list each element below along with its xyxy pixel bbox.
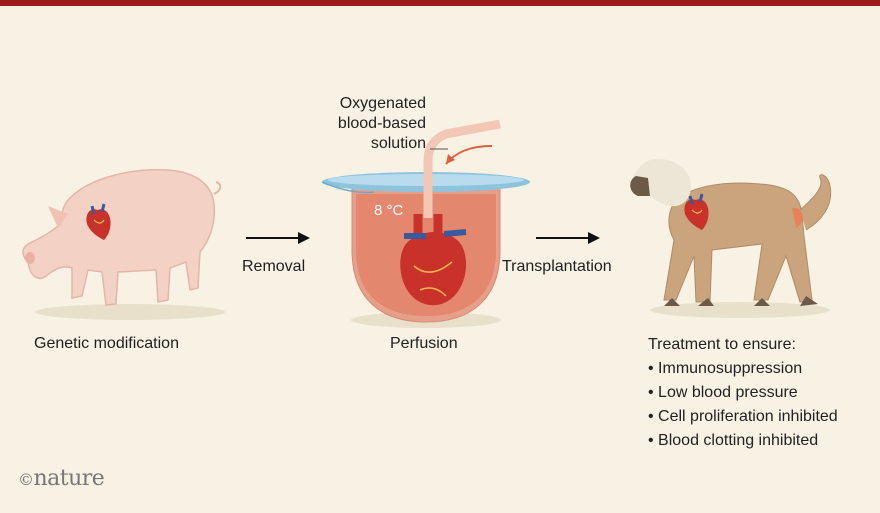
treatment-item: Blood clotting inhibited: [648, 429, 838, 453]
treatment-list: Immunosuppression Low blood pressure Cel…: [648, 357, 838, 453]
annotation-line-2: blood-based: [318, 114, 426, 134]
nature-logo: ©nature: [18, 466, 104, 491]
treatment-panel: Treatment to ensure: Immunosuppression L…: [648, 333, 838, 453]
temperature-label: 8 °C: [374, 202, 403, 219]
transplantation-label: Transplantation: [502, 258, 612, 276]
transplantation-arrow: [536, 232, 600, 244]
flow-arrow-icon: [446, 146, 492, 164]
pig-illustration: [23, 170, 225, 320]
removal-arrow: [246, 232, 310, 244]
perfusion-label: Perfusion: [390, 335, 458, 353]
logo-brand: nature: [34, 466, 105, 491]
treatment-item: Cell proliferation inhibited: [648, 405, 838, 429]
baboon-illustration: [630, 159, 830, 318]
treatment-item: Low blood pressure: [648, 381, 838, 405]
annotation-line-1: Oxygenated: [318, 94, 426, 114]
treatment-heading: Treatment to ensure:: [648, 333, 838, 357]
annotation-line-3: solution: [318, 134, 426, 154]
genetic-modification-label: Genetic modification: [34, 335, 179, 353]
copyright-symbol: ©: [18, 470, 34, 489]
solution-annotation: Oxygenated blood-based solution: [318, 94, 426, 154]
removal-label: Removal: [242, 258, 305, 276]
treatment-item: Immunosuppression: [648, 357, 838, 381]
